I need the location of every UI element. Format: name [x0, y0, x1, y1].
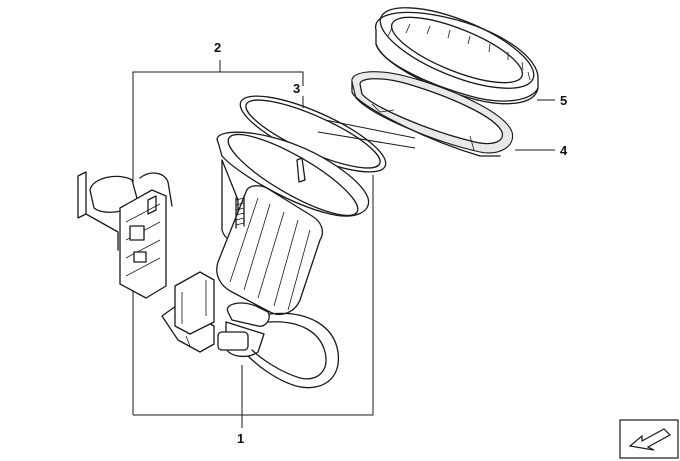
locking-ring	[375, 7, 539, 105]
fuel-pump-assembly	[161, 131, 370, 389]
level-sensor	[77, 171, 173, 299]
sealing-gasket	[351, 71, 514, 157]
callout-3: 3	[293, 81, 301, 96]
callout-2: 2	[214, 40, 222, 55]
callout-4: 4	[560, 143, 568, 158]
callout-1: 1	[237, 431, 245, 446]
callout-5: 5	[560, 93, 568, 108]
arrow-icon	[619, 419, 679, 459]
